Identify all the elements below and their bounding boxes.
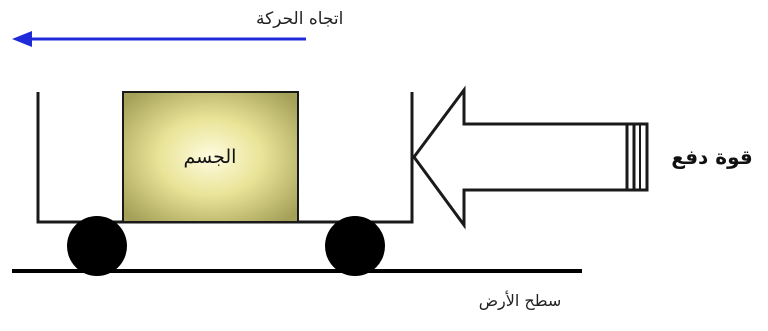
push-force-arrow-icon (412, 85, 649, 230)
wheel-left (67, 216, 127, 276)
motion-direction-arrow-icon (12, 31, 306, 47)
push-force-label: قوة دفع (671, 145, 752, 169)
motion-direction-label: اتجاه الحركة (256, 9, 343, 29)
body-box (122, 91, 299, 223)
wheel-right (325, 216, 385, 276)
ground-surface-label: سطح الأرض (479, 290, 562, 311)
body-label: الجسم (184, 146, 237, 168)
